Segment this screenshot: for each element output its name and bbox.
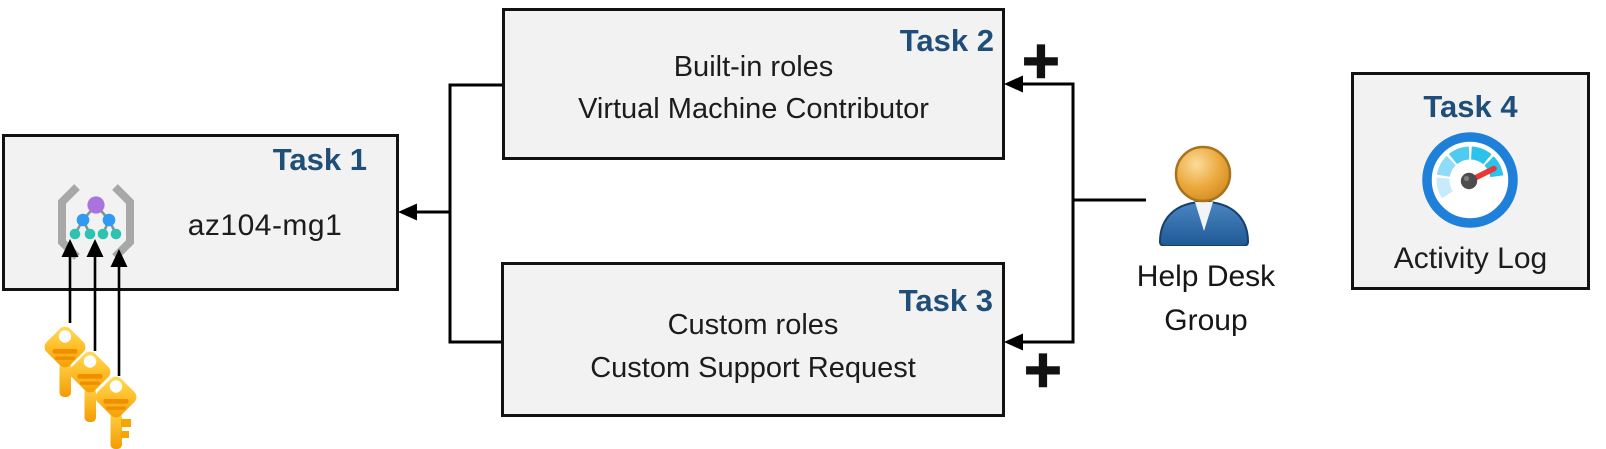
plus-top-symbol: +: [1019, 31, 1063, 89]
arrow-to-task1: [398, 203, 417, 221]
arrow-to-task3: [1004, 333, 1023, 351]
task2-line1: Built-in roles: [673, 51, 834, 83]
task1-resource-name: az104-mg1: [187, 209, 343, 242]
task3-line1: Custom roles: [667, 309, 839, 341]
management-group-icon: [58, 184, 134, 260]
task3-label: Task 3: [898, 283, 993, 318]
task2-label: Task 2: [899, 23, 994, 58]
task3-box: Task 3 Custom roles Custom Support Reque…: [501, 262, 1005, 417]
task4-box: Task 4 Activity Log: [1351, 72, 1590, 290]
key-3: [95, 376, 137, 449]
gauge-icon: [1422, 132, 1518, 228]
bracket-left: [414, 83, 502, 344]
task2-box: Task 2 Built-in roles Virtual Machine Co…: [502, 8, 1005, 160]
help-desk-label-line2: Group: [1164, 304, 1248, 337]
keys-icon: [44, 326, 137, 449]
user-icon: [1158, 145, 1250, 246]
plus-bottom-symbol: +: [1021, 340, 1065, 398]
task3-line2: Custom Support Request: [590, 352, 916, 384]
help-desk-group-label: Help Desk Group: [1118, 255, 1294, 343]
task1-label: Task 1: [272, 142, 367, 177]
help-desk-label-line1: Help Desk: [1136, 260, 1276, 293]
help-desk-group: Help Desk Group: [1118, 145, 1294, 355]
task1-box: Task 1 az104-mg1: [2, 134, 399, 291]
task4-caption: Activity Log: [1393, 242, 1548, 275]
task4-label: Task 4: [1423, 89, 1518, 124]
task2-line2: Virtual Machine Contributor: [578, 93, 929, 125]
key-2: [69, 351, 111, 422]
key-1: [44, 326, 86, 397]
